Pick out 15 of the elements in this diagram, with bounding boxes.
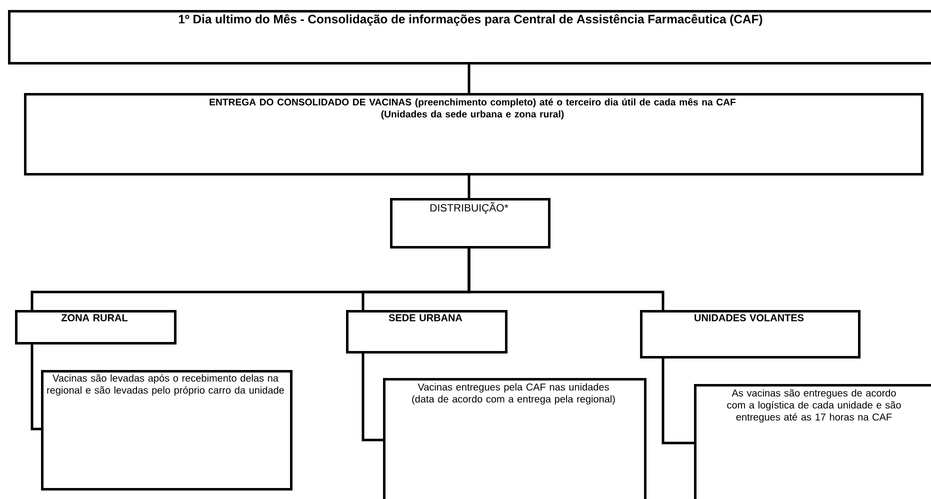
- connector-line: [468, 173, 470, 198]
- text-box: ENTREGA DO CONSOLIDADO DE VACINAS (preenchimento completo) até o terceiro dia útil de cada mês na CAF (Unidades da sede urbana e zona rural): [24, 93, 924, 176]
- text-box: Vacinas entregues pela CAF nas unidades (data de acordo com a entrega pela regional): [383, 378, 646, 499]
- text-box: As vacinas são entregues de acordo com a logística de cada unidade e são entregues até as 17 horas na CAF: [694, 384, 931, 499]
- text-box: UNIDADES VOLANTES: [640, 310, 860, 358]
- connector-line: [468, 62, 470, 93]
- connector-line: [30, 342, 41, 430]
- text-box: Vacinas são levadas após o recebimento delas na regional e são levadas pelo próprio carro da unidade: [41, 370, 292, 490]
- connector-line: [662, 356, 694, 444]
- text-box: SEDE URBANA: [346, 310, 508, 354]
- text-box: ZONA RURAL: [15, 310, 176, 344]
- text-box: DISTRIBUIÇÃO*: [390, 198, 550, 248]
- connector-line: [468, 246, 664, 310]
- text-box: 1º Dia ultimo do Mês - Consolidação de informações para Central de Assistência Farmacêutica (CAF): [8, 10, 931, 64]
- connector-line: [362, 351, 383, 442]
